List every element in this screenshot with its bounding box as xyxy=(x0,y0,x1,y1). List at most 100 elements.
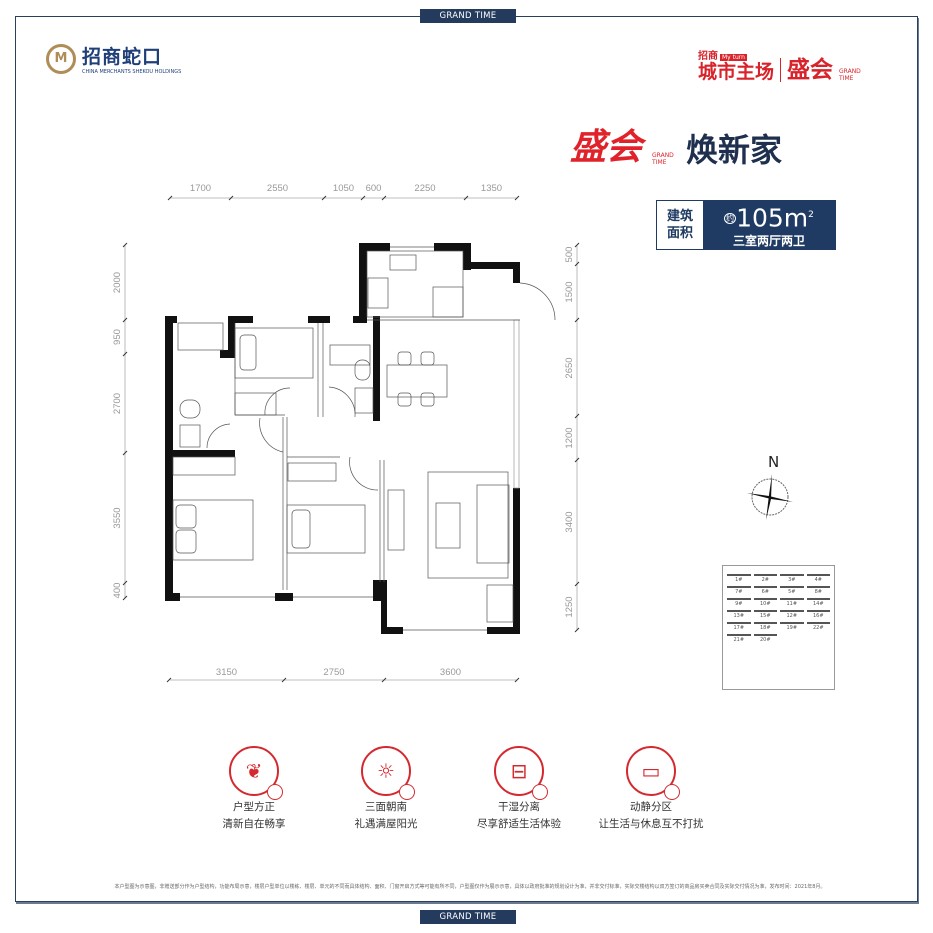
site-building: 11# xyxy=(780,598,804,607)
site-building: 17# xyxy=(727,622,751,631)
dimension-label: 3600 xyxy=(440,667,461,678)
dimension-label: 600 xyxy=(366,183,382,194)
site-building: 1# xyxy=(727,574,751,583)
dimension-label: 2650 xyxy=(564,357,575,378)
walls xyxy=(165,243,520,634)
compass-rose-icon xyxy=(747,474,793,520)
dimension-tick xyxy=(122,450,128,456)
feature-desc: 尽享舒适生活体验 xyxy=(477,818,561,830)
dimension-label: 2700 xyxy=(112,393,123,414)
compass-north-label: N xyxy=(768,453,780,471)
site-building: 20# xyxy=(753,634,777,643)
headline-slogan: 焕新家 xyxy=(686,131,783,169)
headline-brand: 盛会 xyxy=(570,127,643,168)
cmsk-logo-mark-icon: M xyxy=(46,43,76,74)
logo-tag: My turn xyxy=(720,54,747,61)
dimension-tick xyxy=(122,580,128,586)
site-building: 15# xyxy=(753,610,777,619)
logo-divider xyxy=(780,58,782,82)
logo-brand: 盛会 xyxy=(787,57,834,83)
site-building: 18# xyxy=(753,622,777,631)
site-building: 22# xyxy=(806,622,830,631)
badge-label-1: 建筑 xyxy=(666,209,693,224)
dimension-label: 3550 xyxy=(112,507,123,528)
dimension-lines xyxy=(124,197,578,681)
badge-layout: 三室两厅两卫 xyxy=(732,234,805,249)
site-building: 14# xyxy=(806,598,830,607)
badge-approx: 约 xyxy=(724,213,737,225)
headline-brand-en: GRAND TIME xyxy=(652,152,674,166)
feature-desc: 清新自在畅享 xyxy=(222,818,286,830)
dimension-tick xyxy=(574,261,580,267)
site-building: 3# xyxy=(780,574,804,583)
dimension-tick xyxy=(514,195,520,201)
dimension-label: 1700 xyxy=(190,183,211,194)
dimension-tick xyxy=(122,317,128,323)
dimension-label: 2750 xyxy=(323,667,344,678)
feature-title: 干湿分离 xyxy=(498,801,540,813)
sun-icon: ☼ xyxy=(361,746,415,800)
badge-area-sup: 2 xyxy=(808,210,814,220)
interior-lines xyxy=(172,246,556,631)
dimension-label: 1200 xyxy=(564,427,575,448)
dimension-tick xyxy=(574,581,580,587)
site-building: 12# xyxy=(780,610,804,619)
feature-item: ▭动静分区让生活与休息互不打扰 xyxy=(581,746,721,833)
dimension-label: 2000 xyxy=(112,272,123,293)
dimension-tick xyxy=(574,317,580,323)
badge-label-2: 面积 xyxy=(666,226,693,241)
dimension-label: 2550 xyxy=(267,183,288,194)
site-building: 6# xyxy=(753,586,777,595)
site-plan: 1#2#3#4#7#6#5#8#9#10#11#14#13#15#12#16#1… xyxy=(722,565,835,690)
dimension-label: 2250 xyxy=(414,183,435,194)
site-building: 10# xyxy=(753,598,777,607)
site-building: 8# xyxy=(806,586,830,595)
dimension-label: 400 xyxy=(112,583,123,599)
dimension-tick xyxy=(514,677,520,683)
logo-small: 招商 xyxy=(698,51,718,62)
dimension-tick xyxy=(122,242,128,248)
dimension-tick xyxy=(122,595,128,601)
dimension-tick xyxy=(381,677,387,683)
dimension-label: 950 xyxy=(112,329,123,345)
logo-main: 城市主场 xyxy=(698,61,775,83)
cmsk-logo-cn: 招商蛇口 xyxy=(82,46,163,68)
site-building: 21# xyxy=(727,634,751,643)
leaf-icon: ❦ xyxy=(229,746,283,800)
dimension-tick xyxy=(574,413,580,419)
headline: 盛会 GRAND TIME 焕新家 xyxy=(570,127,783,169)
bed-icon: ▭ xyxy=(626,746,680,800)
dimension-tick xyxy=(381,195,387,201)
feature-title: 三面朝南 xyxy=(365,801,407,813)
site-building: 19# xyxy=(780,622,804,631)
dimension-tick xyxy=(360,195,366,201)
site-building: 13# xyxy=(727,610,751,619)
dimension-tick xyxy=(574,627,580,633)
site-building: 2# xyxy=(753,574,777,583)
dimension-tick xyxy=(167,195,173,201)
disclaimer: 本户型图为示意图，非赠送部分作为户型结构，功能布局示意，楼层户型单位以楼栋、楼层… xyxy=(114,884,826,890)
dimension-label: 3150 xyxy=(216,667,237,678)
frame-tag-top: GRAND TIME xyxy=(420,9,516,23)
badge-area: 105m xyxy=(736,203,809,233)
logo-brand-en: GRAND TIME xyxy=(839,68,861,82)
site-building: 4# xyxy=(806,574,830,583)
site-building: 16# xyxy=(806,610,830,619)
feature-item: ☼三面朝南礼遇满屋阳光 xyxy=(316,746,456,833)
washbasin-icon: ⊟ xyxy=(494,746,548,800)
feature-title: 动静分区 xyxy=(630,801,672,813)
site-building: 7# xyxy=(727,586,751,595)
dimension-tick xyxy=(574,457,580,463)
dimension-label: 1350 xyxy=(481,183,502,194)
dimension-label: 1250 xyxy=(564,596,575,617)
frame-tag-bottom: GRAND TIME xyxy=(420,910,516,924)
dimension-tick xyxy=(166,677,172,683)
feature-desc: 礼遇满屋阳光 xyxy=(354,818,418,830)
dimension-label: 500 xyxy=(564,247,575,263)
dimension-tick xyxy=(321,195,327,201)
cmsk-logo-en: CHINA MERCHANTS SHEKOU HOLDINGS xyxy=(82,69,182,75)
dimension-label: 1050 xyxy=(333,183,354,194)
